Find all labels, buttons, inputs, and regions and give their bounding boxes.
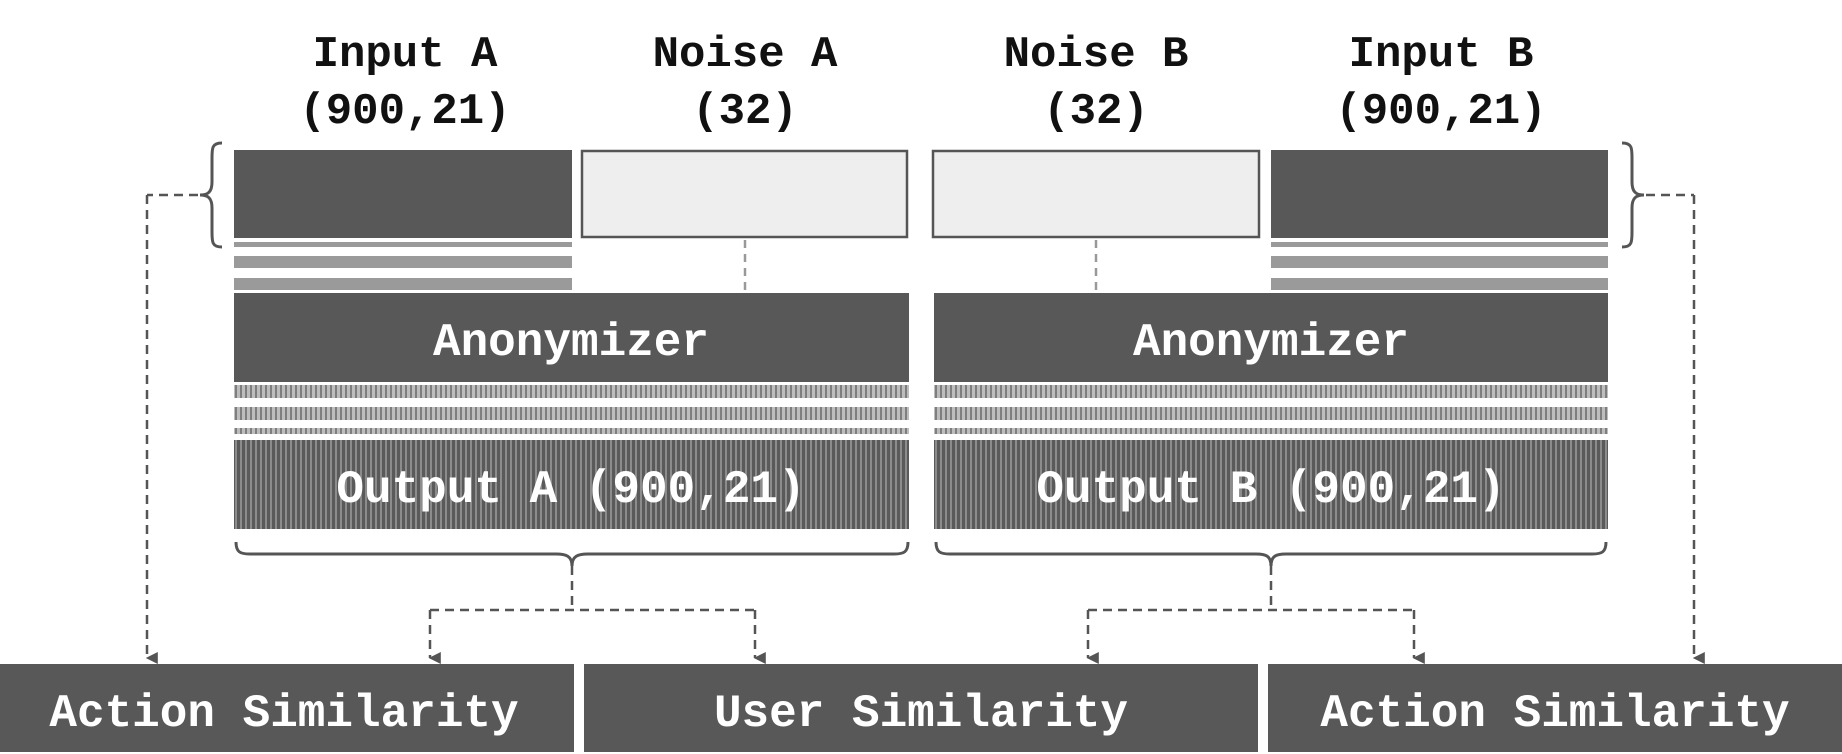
noise-b-name: Noise B: [1004, 30, 1189, 80]
noise-a-shape: (32): [692, 87, 798, 137]
input-b-connector: [1646, 193, 1705, 664]
input-b-stripes: [1271, 242, 1608, 290]
output-b-connector: [1086, 566, 1425, 664]
input-b-label: Input B (900,21): [1335, 30, 1546, 137]
noise-a-block: [580, 149, 909, 239]
anonymizer-b-block: [934, 293, 1608, 382]
input-a-label: Input A (900,21): [299, 30, 510, 137]
noise-b-shape: (32): [1043, 87, 1149, 137]
anonymizer-b-label: Anonymizer: [1133, 317, 1409, 369]
action-similarity-right-label: Action Similarity: [1320, 688, 1789, 740]
input-b-name: Input B: [1349, 30, 1534, 80]
noise-a-name: Noise A: [653, 30, 838, 80]
output-b-block: [934, 440, 1608, 529]
user-similarity-label: User Similarity: [714, 688, 1128, 740]
anonymizer-a-label: Anonymizer: [433, 317, 709, 369]
output-b-label: Output B (900,21): [1036, 464, 1505, 516]
input-b-shape: (900,21): [1335, 87, 1546, 137]
noise-b-label: Noise B (32): [1004, 30, 1189, 137]
user-similarity-block: [584, 664, 1258, 752]
output-a-connector: [428, 566, 766, 664]
output-a-block: [234, 440, 909, 529]
noise-b-block: [931, 149, 1261, 239]
input-b-block: [1271, 150, 1608, 238]
action-similarity-right-block: [1268, 664, 1842, 752]
anonymizer-a-stripes: [234, 385, 909, 434]
output-a-brace: [234, 541, 910, 567]
right-input-brace: [1621, 141, 1645, 249]
left-input-brace: [199, 141, 223, 249]
input-a-connector: [145, 193, 198, 664]
output-b-brace: [934, 541, 1608, 567]
noise-a-label: Noise A (32): [653, 30, 838, 137]
input-a-name: Input A: [313, 30, 498, 80]
input-a-block: [234, 150, 572, 238]
input-a-shape: (900,21): [299, 87, 510, 137]
anonymizer-b-stripes: [934, 385, 1608, 434]
output-a-label: Output A (900,21): [336, 464, 805, 516]
action-similarity-left-label: Action Similarity: [49, 688, 518, 740]
input-a-stripes: [234, 242, 572, 290]
action-similarity-left-block: [0, 664, 574, 752]
anonymizer-a-block: [234, 293, 909, 382]
